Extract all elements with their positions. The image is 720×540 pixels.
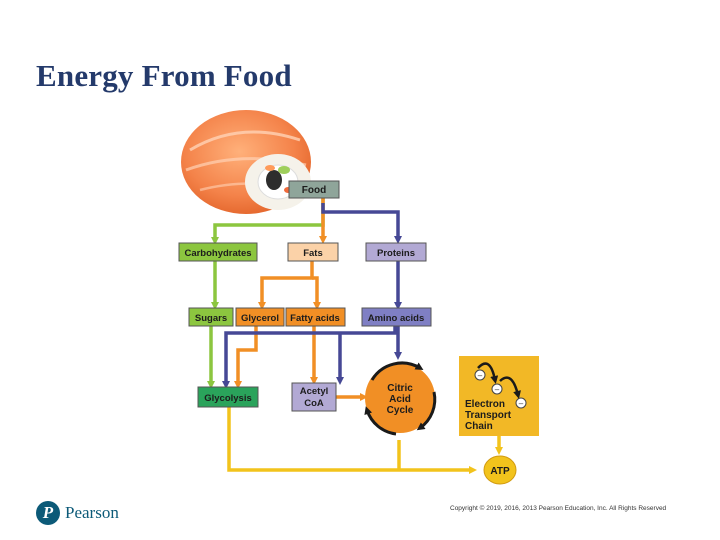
food-to-proteins-arrow bbox=[321, 203, 402, 244]
etc-label-line2: Transport bbox=[465, 410, 512, 421]
food-node: Food bbox=[288, 180, 340, 199]
carbohydrates-label: Carbohydrates bbox=[184, 248, 251, 259]
atp-label: ATP bbox=[490, 466, 510, 477]
acetyl-coa-label-line1: Acetyl bbox=[300, 386, 329, 397]
carbohydrates-node: Carbohydrates bbox=[178, 242, 258, 262]
svg-text:–: – bbox=[519, 399, 524, 408]
svg-text:–: – bbox=[495, 385, 500, 394]
amino-acids-label: Amino acids bbox=[368, 313, 425, 324]
copyright-notice: Copyright © 2019, 2016, 2013 Pearson Edu… bbox=[450, 505, 667, 512]
pearson-logo-text: Pearson bbox=[65, 503, 119, 522]
citric-acid-cycle-label-line3: Cycle bbox=[387, 405, 414, 416]
fats-to-glycerol-arrow bbox=[258, 261, 314, 310]
proteins-node: Proteins bbox=[365, 242, 427, 262]
glycerol-node: Glycerol bbox=[235, 307, 285, 327]
etc-label-line3: Chain bbox=[465, 421, 493, 432]
fats-node: Fats bbox=[287, 242, 339, 262]
amino-acids-node: Amino acids bbox=[361, 307, 432, 327]
sugars-label: Sugars bbox=[195, 313, 227, 324]
proteins-label: Proteins bbox=[377, 248, 415, 259]
sugars-node: Sugars bbox=[188, 307, 234, 327]
svg-text:–: – bbox=[478, 371, 483, 380]
glycolysis-label: Glycolysis bbox=[204, 393, 252, 404]
glycolysis-node: Glycolysis bbox=[197, 386, 259, 408]
citric-acid-cycle-label-line1: Citric bbox=[387, 383, 413, 394]
atp-node: ATP bbox=[483, 455, 517, 485]
etc-label-line1: Electron bbox=[465, 399, 505, 410]
fatty-acids-node: Fatty acids bbox=[285, 307, 346, 327]
page-title: Energy From Food bbox=[36, 58, 292, 93]
fats-label: Fats bbox=[303, 248, 323, 259]
acetyl-coa-node: Acetyl CoA bbox=[291, 382, 337, 412]
pearson-logo: P Pearson bbox=[36, 499, 119, 527]
glycolysis-to-atp-arrow bbox=[227, 406, 477, 474]
acetyl-coa-label-line2: CoA bbox=[304, 398, 324, 409]
electron-transport-chain-node: – – – Electron Transport Chain bbox=[459, 356, 539, 436]
citric-acid-cycle-label-line2: Acid bbox=[389, 394, 411, 405]
amino-acids-to-glycolysis-arrow bbox=[222, 326, 397, 389]
glycerol-to-glycolysis-arrow bbox=[234, 326, 258, 389]
pearson-logo-icon: P bbox=[36, 501, 60, 525]
salmon-sushi-icon bbox=[181, 110, 311, 214]
glycerol-label: Glycerol bbox=[241, 313, 279, 324]
fats-to-fatty-acids-arrow bbox=[312, 276, 321, 310]
fatty-acids-label: Fatty acids bbox=[290, 313, 340, 324]
food-label: Food bbox=[302, 185, 326, 196]
citric-acid-cycle-node: Citric Acid Cycle bbox=[364, 361, 437, 436]
